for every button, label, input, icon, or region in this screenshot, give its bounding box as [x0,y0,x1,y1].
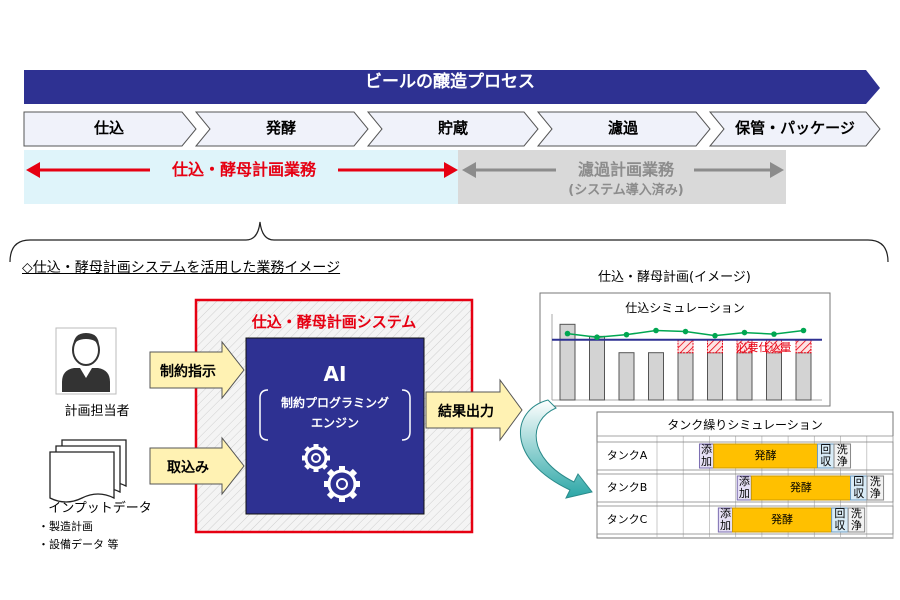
tank-ferment-block [732,507,833,533]
tank-wash-block [847,507,866,533]
bar [648,352,664,401]
filtration-plan-label: 濾過計画業務 [577,160,674,179]
planner-person-icon [55,327,117,395]
constraint-arrow [149,340,245,400]
output-label: 結果出力 [438,404,494,420]
tank-add-label: 添 加 [738,475,750,500]
tank-ferment-label: 発酵 [754,449,777,462]
line-point [653,327,659,334]
system-title: 仕込・酵母計画システム [251,313,417,331]
required-level-label: 必要仕込量 [736,341,792,354]
filtration-plan-area [458,150,786,204]
engine-line-2: エンジン [310,416,359,430]
line-point [623,331,630,338]
brewing-plan-arrow [26,162,458,178]
gear-icon-large [324,466,360,502]
import-arrow [149,436,245,496]
brew-sim-marks [552,323,822,401]
tank-wash-block [833,443,852,469]
stage-label-chozo: 貯蔵 [437,119,468,137]
brewing-plan-area [24,150,458,204]
stage-chevron-chozo [366,111,539,147]
result-curve-arrow [519,399,593,499]
bar [795,352,812,401]
tank-recover-label: 回 収 [834,507,846,532]
stage-label-hakko: 発酵 [265,119,296,137]
line-point [712,332,718,339]
stage-chevron-hakko [194,111,369,147]
section-title: ◇仕込・酵母計画システムを活用した業務イメージ [22,260,341,276]
constraint-label: 制約指示 [160,364,216,380]
tank-ferment-block [750,475,852,501]
stage-label-shikomi: 仕込 [93,119,124,137]
bar [618,352,635,401]
tank-recover-label: 回 収 [853,475,865,500]
input-data-item: ・製造計画 [38,520,93,533]
tank-ferment-label: 発酵 [789,481,812,494]
tank-name: タンクA [606,449,648,462]
stage-chevron-shikomi [23,111,197,147]
bar [559,323,576,401]
tank-wash-label: 洗 浄 [869,475,881,500]
tank-wash-label: 洗 浄 [850,507,862,532]
engine-bracket-left [259,389,269,441]
input-data-label: インプットデータ [48,501,152,516]
bar [589,335,605,401]
process-banner [24,70,880,104]
stage-chevrons [23,111,881,147]
line-point [564,330,571,337]
stage-chevron-package [708,111,881,147]
tank-name: タンクB [606,481,648,494]
line-point [594,334,600,341]
engine-title: AI [323,362,347,386]
line-point [800,327,807,334]
filtration-plan-arrow [462,162,784,178]
tank-row [596,441,894,471]
tank-recover-label: 回 収 [820,443,832,468]
filtration-plan-note: (システム導入済み) [568,183,684,198]
bar-shortfall [677,339,694,354]
chart-caption: 仕込・酵母計画(イメージ) [598,270,751,285]
input-data-item: ・設備データ 等 [38,538,119,551]
stage-label-package: 保管・パッケージ [735,119,855,137]
line-point [771,331,777,337]
tank-ferment-block [713,443,818,469]
bar [736,352,753,401]
tank-add-label: 添 加 [719,507,731,532]
line-point [741,329,748,336]
stage-label-roka: 濾過 [607,119,638,137]
tank-ferment-label: 発酵 [771,513,794,526]
bar [766,352,782,401]
tank-wash-label: 洗 浄 [836,443,848,468]
line-point [682,328,689,335]
tank-add-label: 添 加 [701,443,713,468]
import-label: 取込み [167,460,209,476]
planner-label: 計画担当者 [64,404,130,419]
tank-row [596,505,894,535]
engine-line-1: 制約プログラミング [280,396,389,410]
engine-bracket-right [401,389,411,441]
tank-wash-block [866,475,885,501]
tank-row [596,473,894,503]
brewing-plan-label: 仕込・酵母計画業務 [171,160,316,179]
tank-sim-title: タンク繰りシミュレーション [667,418,823,432]
bar [677,352,694,401]
input-documents-icon [49,439,127,503]
tank-name: タンクC [606,513,648,526]
tank-sim-grid [596,435,894,538]
brew-sim-title: 仕込シミュレーション [625,301,745,315]
process-title: ビールの醸造プロセス [365,72,535,92]
gear-icon [302,444,330,472]
ai-engine-box [245,337,425,515]
bar [707,352,723,401]
stage-chevron-roka [536,111,711,147]
output-arrow [425,378,523,442]
scope-brace [9,221,889,263]
